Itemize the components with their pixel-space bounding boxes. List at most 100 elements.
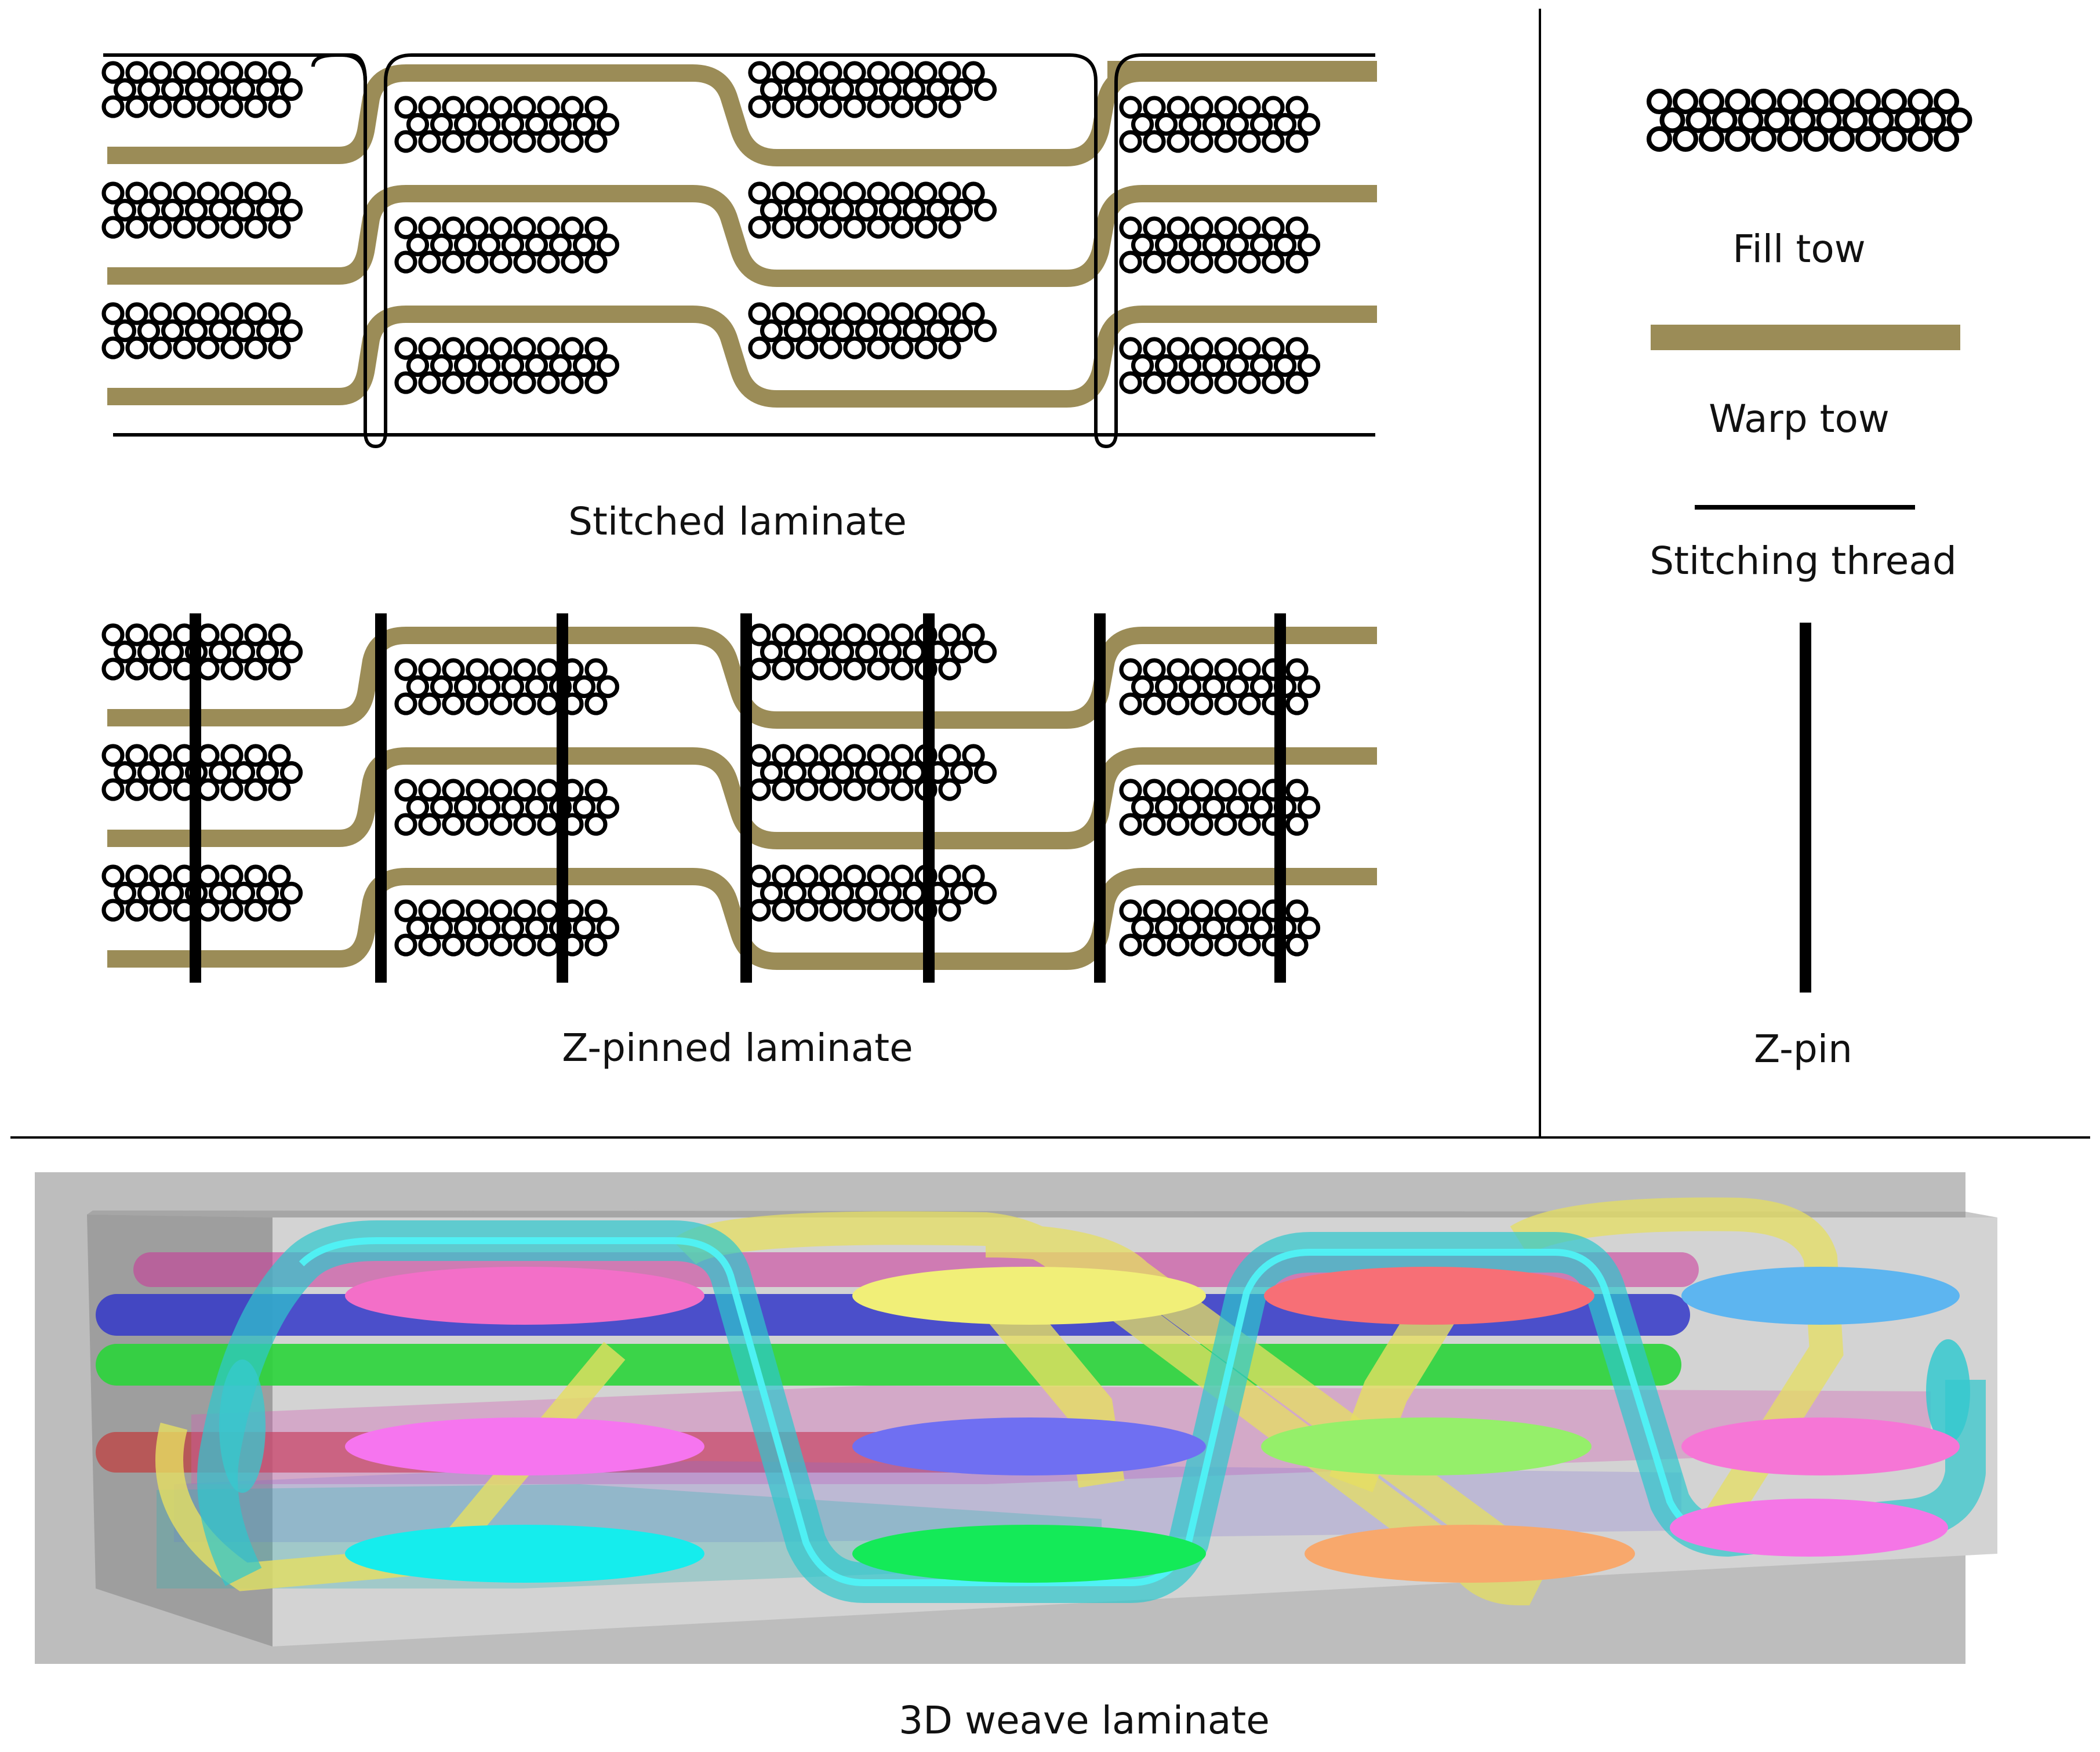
fiber <box>489 337 513 360</box>
fiber <box>256 198 279 222</box>
fiber <box>962 302 985 325</box>
fiber <box>220 899 244 922</box>
fiber <box>1214 371 1237 394</box>
fiber <box>101 95 125 118</box>
fiber <box>1297 112 1321 136</box>
fiber <box>843 95 866 118</box>
fiber <box>184 319 208 343</box>
legend-warp-tow-icon <box>1651 325 1960 350</box>
fiber <box>430 233 453 257</box>
fiber <box>113 319 137 343</box>
fiber <box>548 233 572 257</box>
fiber <box>783 640 807 664</box>
fiber <box>220 181 244 205</box>
fiber <box>442 337 465 360</box>
fiber <box>161 78 184 101</box>
fiber <box>101 61 125 84</box>
fiber <box>1167 658 1190 681</box>
warp-tow <box>107 306 1377 408</box>
fiber <box>1285 933 1309 957</box>
fiber <box>173 216 196 239</box>
fiber <box>855 78 878 101</box>
fiber <box>891 778 914 801</box>
fiber <box>442 779 465 802</box>
fiber <box>1226 112 1249 136</box>
fiber <box>1803 88 1829 115</box>
fiber <box>950 78 973 101</box>
fiber <box>1685 107 1712 133</box>
fiber <box>783 319 807 343</box>
fiber <box>513 250 536 274</box>
fiber <box>256 881 279 905</box>
fiber <box>1238 779 1261 802</box>
fiber <box>453 916 477 940</box>
fiber <box>501 675 525 699</box>
fiber <box>1167 813 1190 836</box>
fill-tow <box>1119 96 1321 153</box>
fiber <box>513 371 536 394</box>
fiber <box>430 916 453 940</box>
fiber <box>1214 813 1237 836</box>
fiber <box>513 337 536 360</box>
fiber <box>537 658 560 681</box>
fiber <box>442 692 465 715</box>
fiber <box>406 916 430 940</box>
fiber <box>795 336 819 359</box>
fiber <box>1143 692 1166 715</box>
fiber <box>1297 675 1321 699</box>
fiber <box>584 779 608 802</box>
legend-z-pin-label: Z-pin <box>1754 1027 1852 1071</box>
fiber <box>1297 354 1321 377</box>
fiber <box>113 198 137 222</box>
fiber <box>197 744 220 767</box>
fiber <box>394 813 417 836</box>
fiber <box>1262 371 1285 394</box>
fiber <box>101 744 125 767</box>
fiber <box>477 675 501 699</box>
fiber <box>1297 233 1321 257</box>
fiber <box>561 96 584 119</box>
fiber <box>772 95 795 118</box>
fiber <box>867 657 890 681</box>
fiber <box>795 778 819 801</box>
fiber <box>442 96 465 119</box>
fiber <box>748 302 771 325</box>
fiber <box>268 657 291 681</box>
fiber <box>113 881 137 905</box>
fiber <box>406 795 430 819</box>
fill-tow <box>1646 88 1972 152</box>
fiber <box>513 692 536 715</box>
fiber <box>101 623 125 646</box>
fiber <box>772 302 795 325</box>
fiber <box>184 78 208 101</box>
fiber <box>1907 88 1934 115</box>
fiber <box>1131 233 1154 257</box>
fiber <box>819 623 842 646</box>
fiber <box>1238 216 1261 239</box>
fiber <box>596 795 620 819</box>
fiber <box>453 112 477 136</box>
fiber <box>584 216 608 239</box>
fiber <box>101 302 125 325</box>
fiber <box>125 778 148 801</box>
fiber <box>1154 795 1178 819</box>
fiber <box>101 181 125 205</box>
fiber <box>831 761 855 784</box>
fiber <box>244 864 267 888</box>
fiber <box>406 112 430 136</box>
fiber <box>572 112 596 136</box>
fiber <box>1167 779 1190 802</box>
fiber <box>950 198 973 222</box>
fiber <box>819 899 842 922</box>
fiber <box>197 623 220 646</box>
fiber <box>926 319 950 343</box>
fiber <box>938 216 961 239</box>
fiber <box>279 640 303 664</box>
fiber <box>795 95 819 118</box>
fiber <box>1226 233 1249 257</box>
fiber <box>453 795 477 819</box>
fiber <box>244 95 267 118</box>
fiber <box>125 623 148 646</box>
fiber <box>1167 899 1190 922</box>
fiber <box>962 623 985 646</box>
